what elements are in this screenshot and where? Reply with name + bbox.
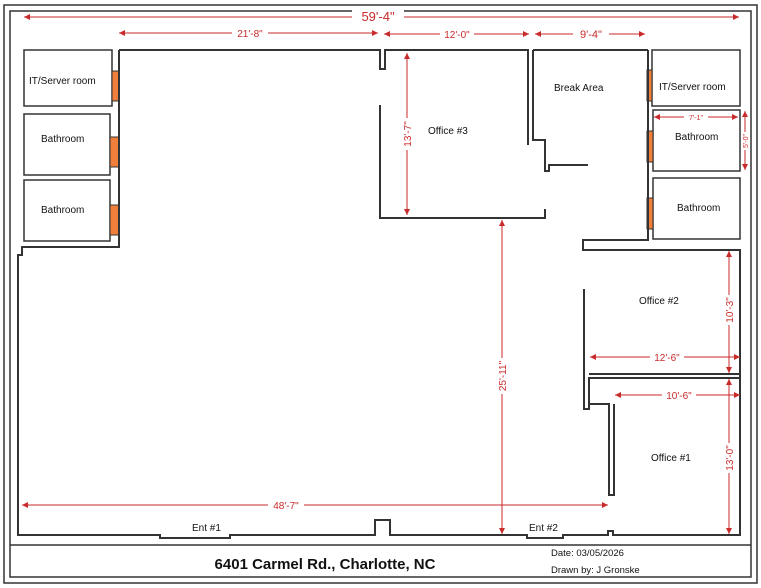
dim-label-office2-depth: 10'-3" <box>725 297 736 323</box>
dim-label-front-width: 48'-7" <box>273 501 299 512</box>
dim-label-main-width: 21'-8" <box>237 29 263 40</box>
label-office-1: Office #1 <box>651 453 691 464</box>
dim-label-bath-width: 7'-1" <box>689 115 703 122</box>
dim-label-overall-width: 59'-4" <box>361 9 395 24</box>
label-it-server-right: IT/Server room <box>659 82 726 93</box>
drawn-by-label: Drawn by: J Gronske <box>551 565 640 576</box>
dim-label-main-depth: 25'-11" <box>498 360 509 391</box>
label-ent-1: Ent #1 <box>192 523 221 534</box>
it-server-room-right <box>651 49 741 107</box>
label-bathroom-left-2: Bathroom <box>41 205 84 216</box>
it-server-room-left <box>23 49 113 107</box>
dim-label-office3-width: 12'-0" <box>444 30 470 41</box>
door-bath-left-1 <box>109 136 120 168</box>
label-office-3: Office #3 <box>428 126 468 137</box>
dim-label-office1-width: 10'-6" <box>666 391 692 402</box>
dim-label-office3-depth: 13'-7" <box>403 121 414 147</box>
door-bath-left-2 <box>109 204 120 236</box>
label-it-server-left: IT/Server room <box>29 76 96 87</box>
dim-label-break-width: 9'-4" <box>580 29 602 41</box>
walls <box>17 49 741 539</box>
dim-label-office1-depth: 13'-0" <box>725 445 736 471</box>
door-it-left <box>111 70 120 102</box>
dimension-lines <box>22 14 748 534</box>
label-bathroom-right-1: Bathroom <box>675 132 718 143</box>
label-bathroom-right-2: Bathroom <box>677 203 720 214</box>
label-bathroom-left-1: Bathroom <box>41 134 84 145</box>
inner-border <box>9 10 752 578</box>
date-label: Date: 03/05/2026 <box>551 548 624 559</box>
dim-label-bath-depth: 5'-0" <box>743 134 750 148</box>
bathroom-left-2 <box>23 179 111 242</box>
label-ent-2: Ent #2 <box>529 523 558 534</box>
dim-label-office2-width: 12'-6" <box>654 353 680 364</box>
outer-border <box>3 4 758 584</box>
label-break-area: Break Area <box>554 83 604 94</box>
label-office-2: Office #2 <box>639 296 679 307</box>
address-title: 6401 Carmel Rd., Charlotte, NC <box>215 556 436 573</box>
